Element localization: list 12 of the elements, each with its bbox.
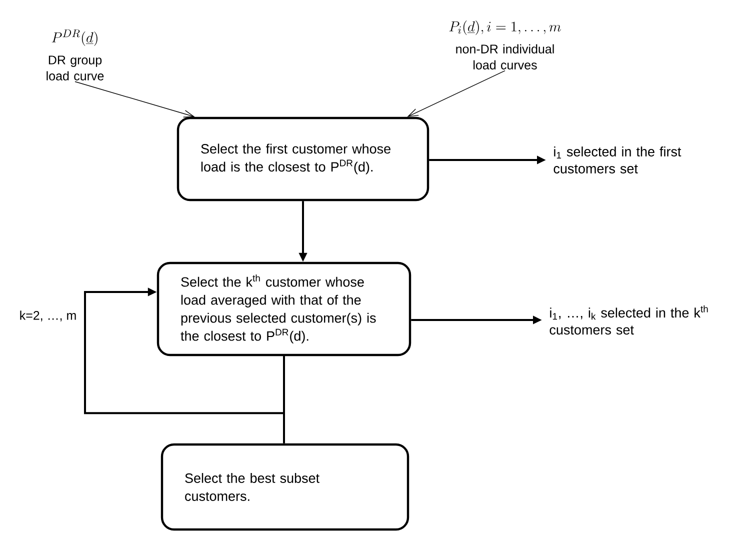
input-label: $P^{DR}(\underline{d})$ DR group load curve: [46, 30, 104, 80]
arrow: [407, 70, 506, 117]
process-box: Select the k$^{th}$ customer whose load averaged with that of the previous selected customer(s) is the closest to P$^{DR}$(d).: [156, 262, 412, 356]
loop-arrow: [84, 288, 285, 414]
input-label: $P_i(\underline{d}), i = 1, \ldots, m$ non-DR individual load curves: [449, 20, 561, 70]
process-box: Select the best subset customers.: [160, 443, 410, 531]
process-box: Select the first customer whose load is the closest to P$^{DR}$(d).: [176, 116, 430, 202]
edge-label: k=2, …, m: [20, 310, 76, 322]
arrow: [74, 81, 195, 118]
output-label: i$_{1}$ selected in the first customers set: [554, 146, 682, 174]
connector-line: [283, 356, 285, 444]
output-label: i$_{1}$, …, i$_{k}$ selected in the k$^{th}$ customers set: [550, 305, 708, 335]
